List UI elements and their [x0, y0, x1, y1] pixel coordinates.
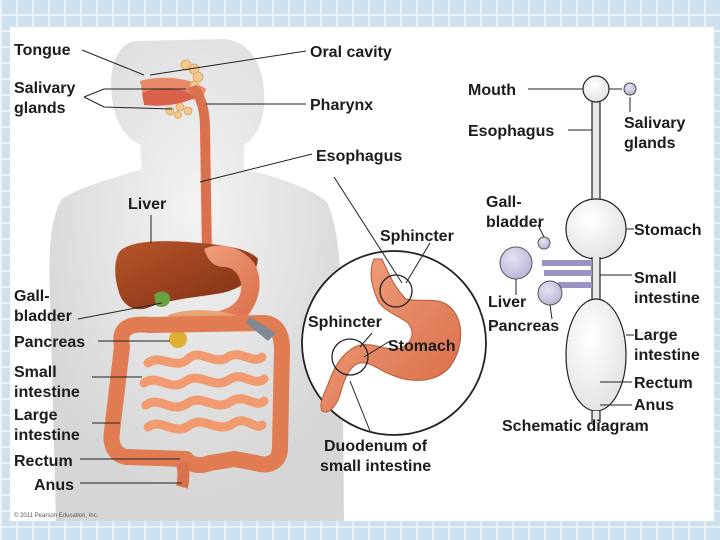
label-duodenum-1: Duodenum of — [324, 438, 428, 455]
label-gallbladder-2: bladder — [14, 308, 72, 325]
label-schematic-gall-1: Gall- — [486, 194, 522, 211]
gallbladder — [154, 292, 170, 307]
schematic-gallbladder — [538, 237, 550, 249]
label-sphincter-bottom: Sphincter — [308, 314, 382, 331]
digestive-system-figure: Tongue Salivary glands Liver Gall- bladd… — [10, 27, 714, 521]
label-salivary-glands-1: Salivary — [14, 80, 75, 97]
label-small-intestine-2: intestine — [14, 384, 80, 401]
label-schematic-anus: Anus — [634, 397, 674, 414]
label-schematic-small-2: intestine — [634, 290, 700, 307]
label-schematic-rectum: Rectum — [634, 375, 693, 392]
label-duodenum-2: small intestine — [320, 458, 431, 475]
label-schematic-mouth: Mouth — [468, 82, 516, 99]
label-sphincter-top: Sphincter — [380, 228, 454, 245]
label-schematic-esophagus: Esophagus — [468, 123, 554, 140]
label-rectum: Rectum — [14, 453, 73, 470]
label-schematic-large-2: intestine — [634, 347, 700, 364]
schematic-mouth — [583, 76, 609, 102]
label-stomach-inset: Stomach — [388, 338, 456, 355]
label-large-intestine-1: Large — [14, 407, 58, 424]
copyright-notice: © 2011 Pearson Education, Inc. — [14, 512, 99, 519]
label-schematic-pancreas: Pancreas — [488, 318, 559, 335]
label-liver: Liver — [128, 196, 166, 213]
center-labels: Oral cavity Pharynx Esophagus — [310, 44, 402, 165]
slide-card: Tongue Salivary glands Liver Gall- bladd… — [10, 27, 714, 521]
label-schematic-liver: Liver — [488, 294, 526, 311]
label-schematic-large-1: Large — [634, 327, 678, 344]
schematic-liver — [500, 247, 532, 279]
label-tongue: Tongue — [14, 42, 71, 59]
schematic-caption: Schematic diagram — [502, 418, 649, 435]
label-large-intestine-2: intestine — [14, 427, 80, 444]
label-esophagus: Esophagus — [316, 148, 402, 165]
label-schematic-small-1: Small — [634, 270, 677, 287]
schematic-stomach — [566, 199, 626, 259]
label-salivary-glands-2: glands — [14, 100, 66, 117]
schematic-salivary-gland — [624, 83, 636, 95]
label-schematic-salivary-2: glands — [624, 135, 676, 152]
schematic-large-intestine — [566, 299, 626, 411]
schematic-pancreas — [538, 281, 562, 305]
label-pancreas: Pancreas — [14, 334, 85, 351]
label-schematic-stomach: Stomach — [634, 222, 702, 239]
label-pharynx: Pharynx — [310, 97, 373, 114]
label-small-intestine-1: Small — [14, 364, 57, 381]
duodenum-bulb — [169, 330, 187, 348]
label-oral-cavity: Oral cavity — [310, 44, 392, 61]
label-gallbladder-1: Gall- — [14, 288, 50, 305]
label-schematic-salivary-1: Salivary — [624, 115, 685, 132]
rectum — [182, 463, 184, 487]
label-anus: Anus — [34, 477, 74, 494]
label-schematic-gall-2: bladder — [486, 214, 544, 231]
